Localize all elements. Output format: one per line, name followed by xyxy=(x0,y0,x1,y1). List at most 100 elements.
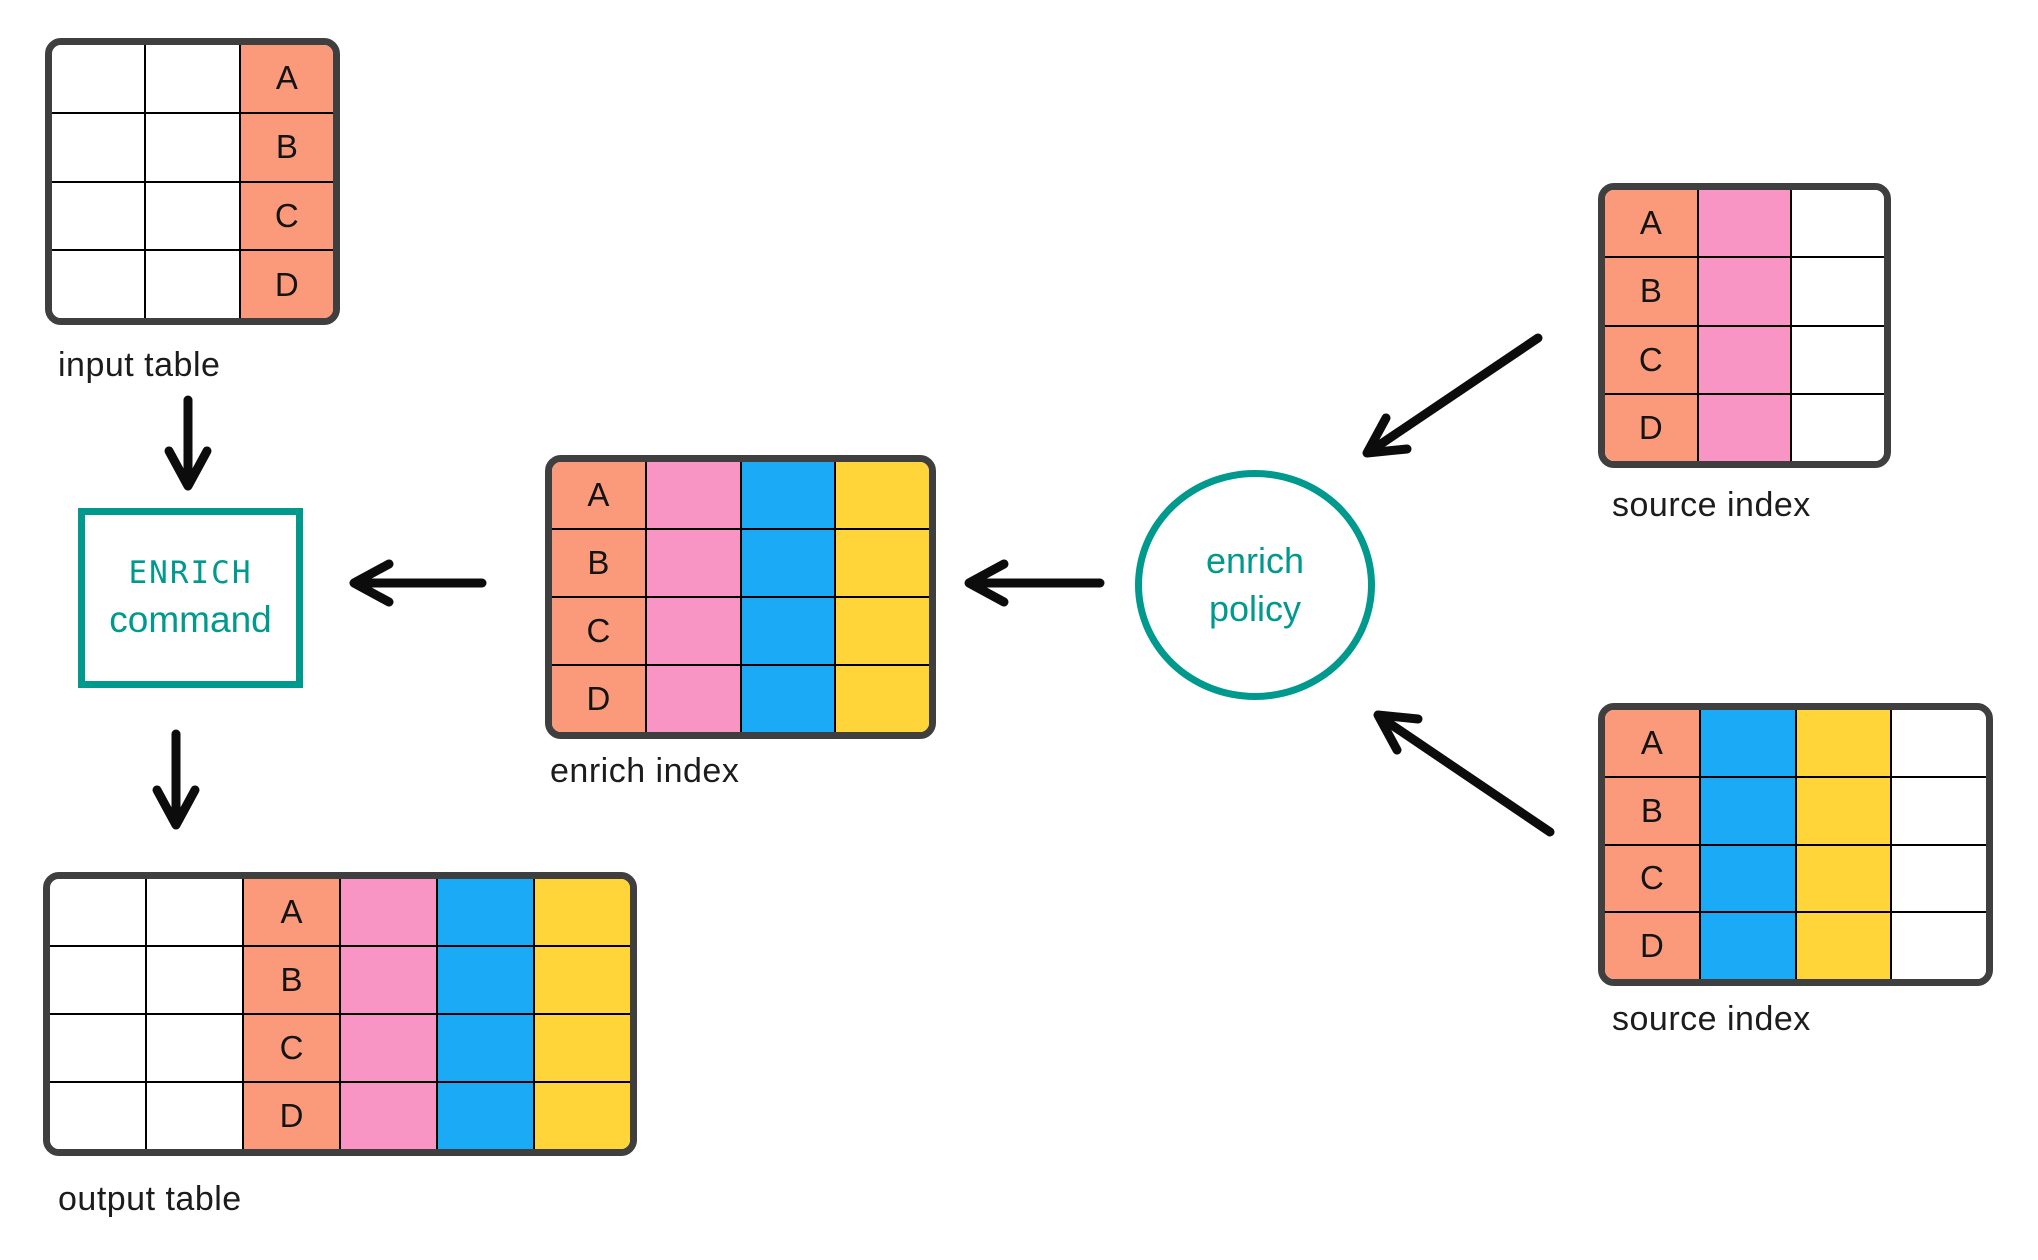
key-cell: B xyxy=(552,530,647,596)
table-row: A xyxy=(1605,190,1884,259)
table-cell xyxy=(438,1083,535,1149)
table-cell xyxy=(1792,326,1884,393)
table-row: B xyxy=(50,947,630,1015)
table-cell xyxy=(1700,845,1797,912)
table-row: C xyxy=(52,182,333,252)
table-row: B xyxy=(52,113,333,183)
table-cell xyxy=(741,530,837,596)
table-cell xyxy=(535,947,630,1013)
table-cell xyxy=(1792,190,1884,257)
table-cell xyxy=(1892,710,1986,776)
source-index-top-table: A B C D xyxy=(1598,183,1891,468)
table-cell xyxy=(341,1015,438,1081)
table-cell xyxy=(52,182,147,250)
table-cell xyxy=(1796,777,1893,844)
key-cell: A xyxy=(1605,190,1699,257)
table-cell xyxy=(50,947,147,1013)
key-cell: C xyxy=(552,598,647,664)
table-cell xyxy=(836,666,929,732)
table-cell xyxy=(52,251,147,318)
table-cell xyxy=(146,45,241,112)
table-row: C xyxy=(1605,845,1986,914)
table-cell xyxy=(146,113,241,181)
table-cell xyxy=(147,1083,244,1149)
enrich-index-label: enrich index xyxy=(550,752,740,790)
table-cell xyxy=(1700,777,1797,844)
table-row: D xyxy=(52,251,333,318)
table-row: A xyxy=(52,45,333,114)
table-row: D xyxy=(552,666,929,732)
key-cell: D xyxy=(244,1083,341,1149)
arrow-enrich-command-to-output-table xyxy=(152,729,200,830)
key-cell: B xyxy=(244,947,341,1013)
enrich-policy-line1: enrich xyxy=(1205,540,1305,582)
key-cell: C xyxy=(244,1015,341,1081)
table-cell xyxy=(1796,845,1893,912)
table-cell xyxy=(741,598,837,664)
table-row: A xyxy=(552,462,929,530)
table-row: B xyxy=(552,530,929,598)
arrow-enrich-index-to-enrich-command xyxy=(349,559,487,607)
table-cell xyxy=(1698,326,1793,393)
key-cell: D xyxy=(1605,913,1701,979)
arrow-source-index-top-to-enrich-policy xyxy=(1362,333,1543,458)
arrow-source-index-bottom-to-enrich-policy xyxy=(1373,710,1555,837)
table-cell xyxy=(341,947,438,1013)
input-table-label: input table xyxy=(58,346,221,384)
key-cell: A xyxy=(240,45,333,112)
arrow-enrich-policy-to-enrich-index xyxy=(964,559,1105,607)
table-cell xyxy=(50,1083,147,1149)
table-cell xyxy=(1892,913,1986,979)
table-cell xyxy=(836,598,929,664)
table-cell xyxy=(535,1015,630,1081)
table-cell xyxy=(741,462,837,528)
table-row: C xyxy=(50,1015,630,1083)
key-cell: D xyxy=(240,251,333,318)
table-cell xyxy=(646,598,742,664)
table-cell xyxy=(1700,710,1797,776)
table-cell xyxy=(535,1083,630,1149)
table-cell xyxy=(438,879,535,945)
table-cell xyxy=(535,879,630,945)
source-index-bottom-label: source index xyxy=(1612,1000,1811,1038)
arrow-input-table-to-enrich-command xyxy=(164,395,212,491)
table-cell xyxy=(341,879,438,945)
table-cell xyxy=(1700,913,1797,979)
table-cell xyxy=(1698,258,1793,325)
table-cell xyxy=(646,530,742,596)
table-cell xyxy=(836,462,929,528)
enrich-index-table: A B C D xyxy=(545,455,936,739)
key-cell: D xyxy=(1605,394,1699,461)
table-cell xyxy=(1796,710,1893,776)
table-cell xyxy=(1796,913,1893,979)
table-cell xyxy=(438,1015,535,1081)
table-cell xyxy=(1792,258,1884,325)
table-row: A xyxy=(1605,710,1986,778)
enrich-policy-line2: policy xyxy=(1208,588,1302,629)
source-index-bottom-table: A B C D xyxy=(1598,703,1993,986)
key-cell: A xyxy=(552,462,647,528)
table-row: D xyxy=(1605,394,1884,461)
table-row: B xyxy=(1605,258,1884,327)
table-cell xyxy=(646,462,742,528)
enrich-command-node: ENRICH command xyxy=(78,508,303,688)
enrich-command-title: ENRICH xyxy=(128,555,253,592)
enrich-policy-node: enrich policy xyxy=(1135,470,1375,700)
key-cell: B xyxy=(1605,258,1699,325)
table-cell xyxy=(1698,190,1793,257)
table-cell xyxy=(1698,394,1793,461)
table-cell xyxy=(438,947,535,1013)
table-row: C xyxy=(1605,326,1884,395)
table-cell xyxy=(836,530,929,596)
key-cell: C xyxy=(240,182,333,250)
table-cell xyxy=(341,1083,438,1149)
table-cell xyxy=(147,1015,244,1081)
source-index-top-label: source index xyxy=(1612,486,1811,524)
key-cell: C xyxy=(1605,845,1701,912)
table-cell xyxy=(146,251,241,318)
table-cell xyxy=(52,113,147,181)
key-cell: D xyxy=(552,666,647,732)
table-cell xyxy=(1792,394,1884,461)
key-cell: C xyxy=(1605,326,1699,393)
